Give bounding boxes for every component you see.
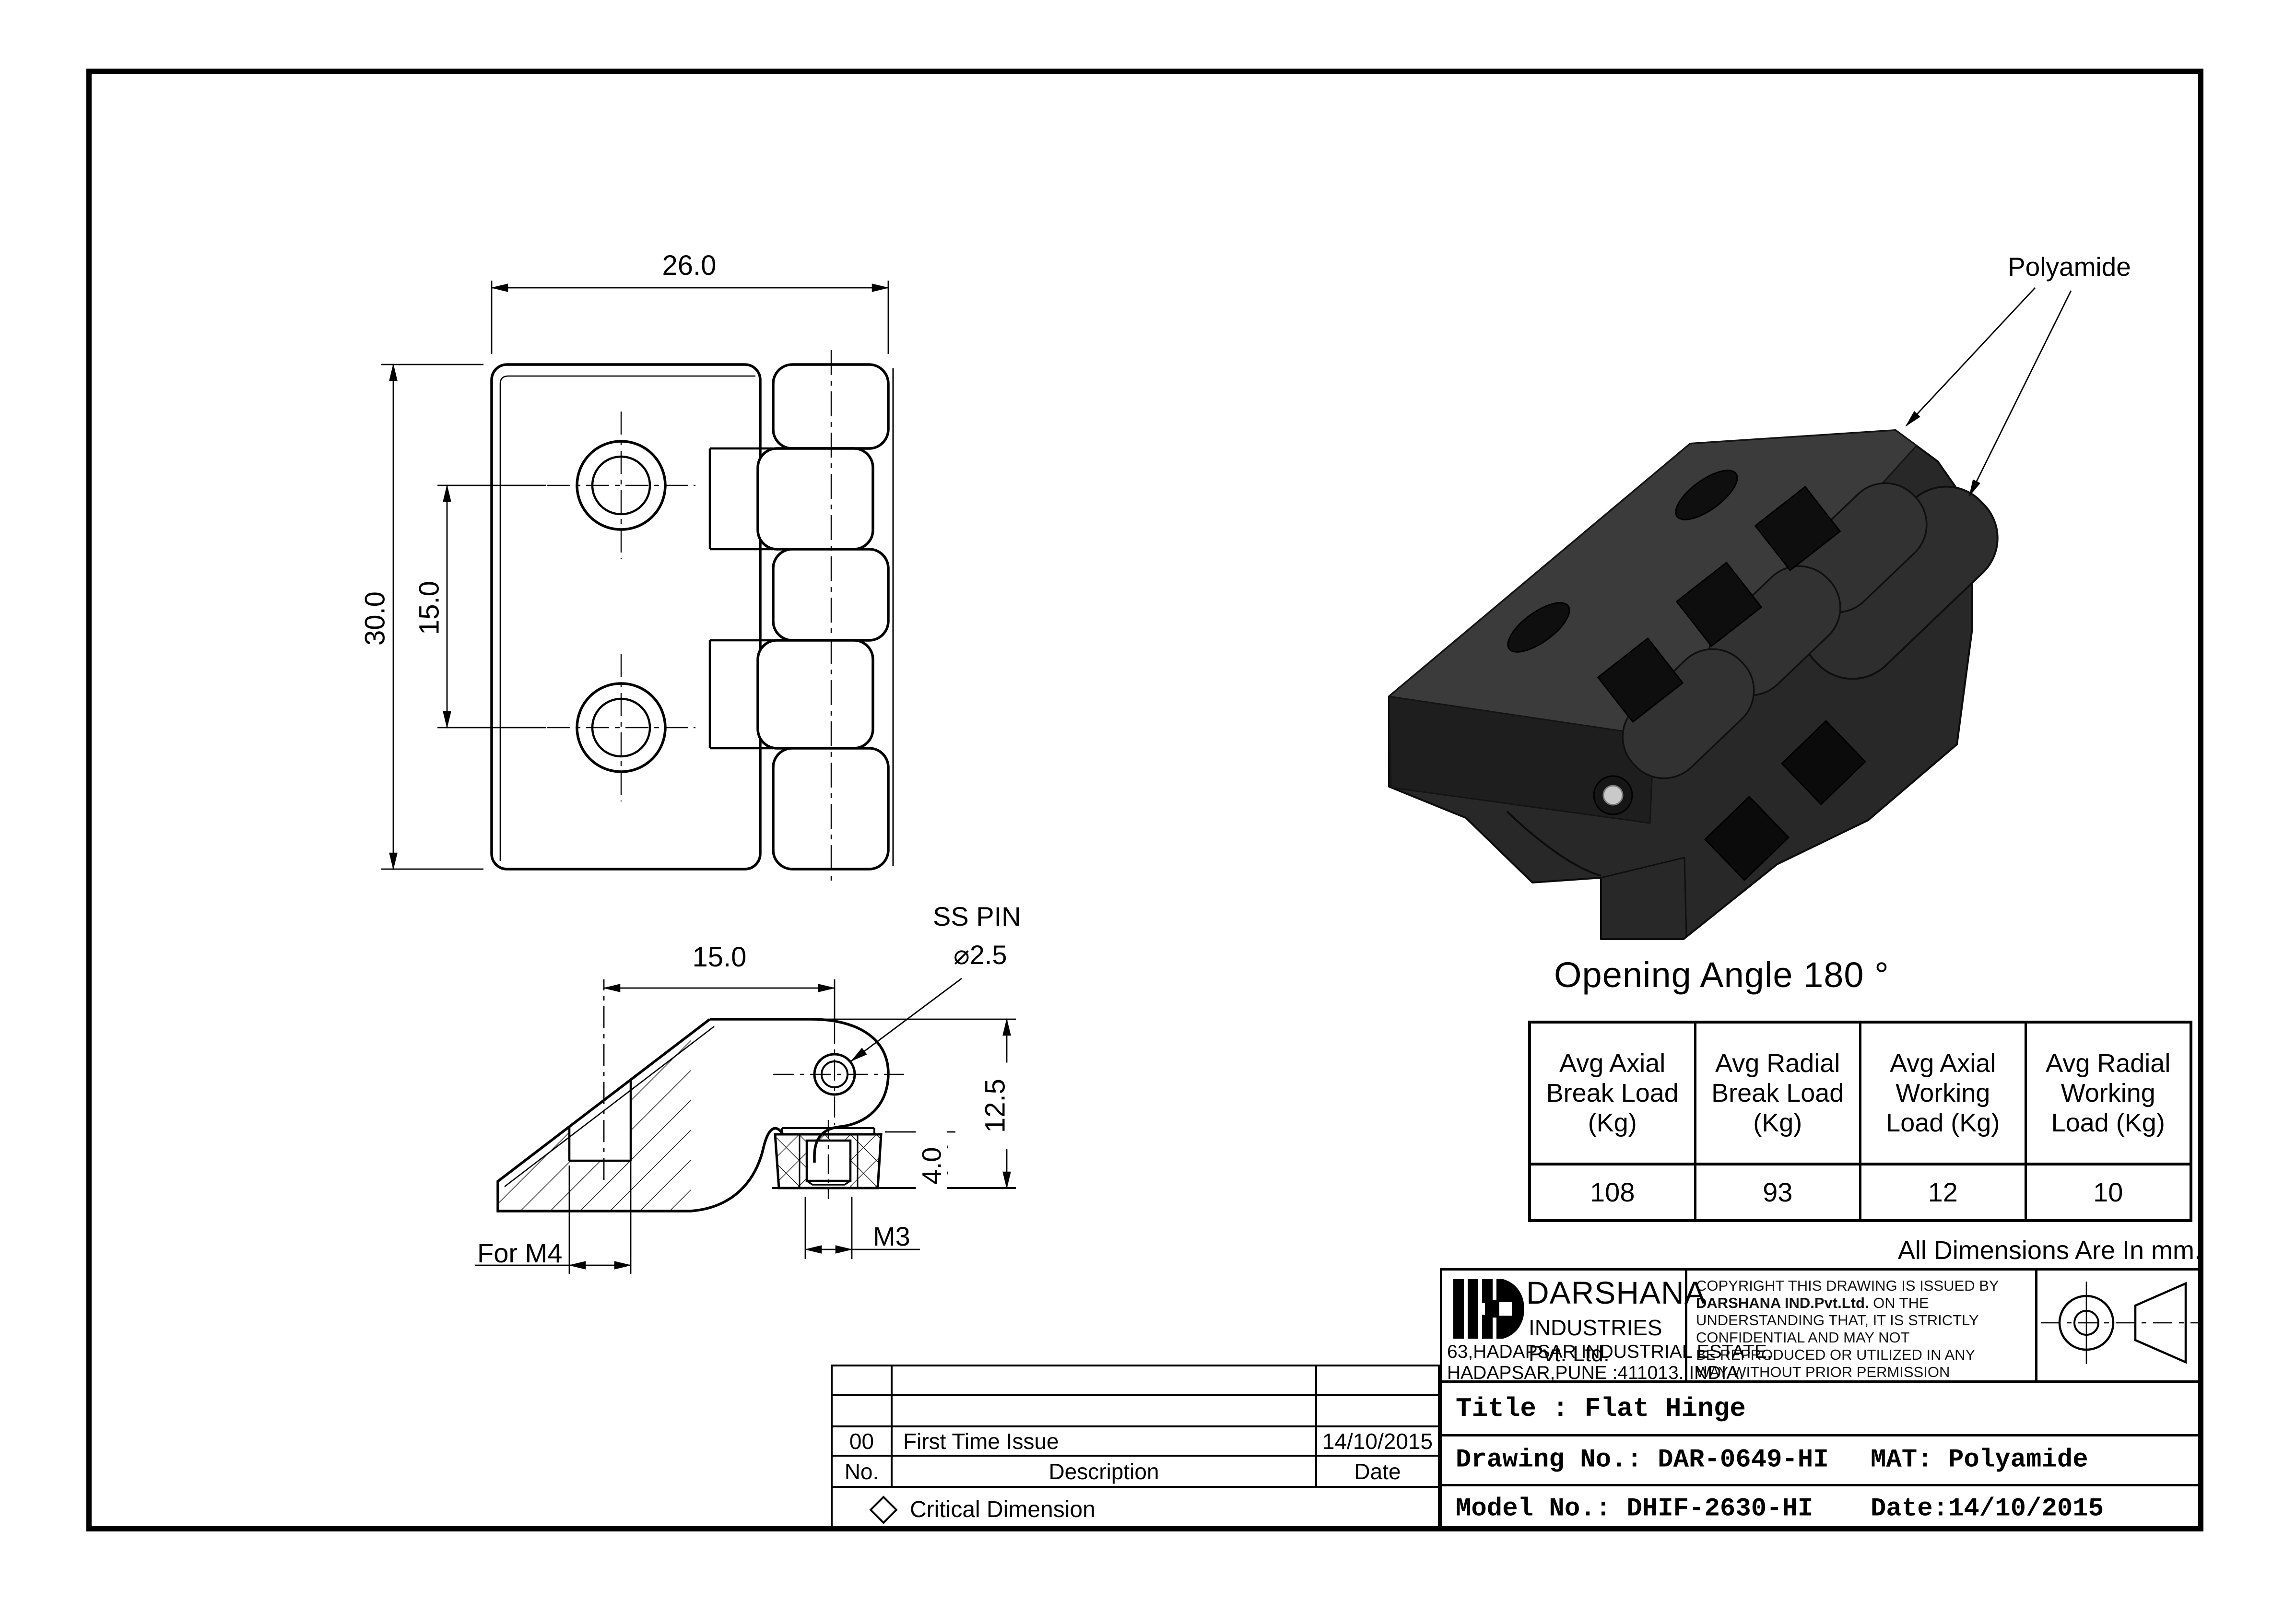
revision-header-row: No. Description Date	[833, 1457, 1438, 1488]
mounting-hole-bottom	[547, 654, 695, 801]
material-spec: MAT: Polyamide	[1871, 1445, 2088, 1475]
copyright-line: CONFIDENTIAL AND MAY NOT	[1696, 1329, 1910, 1346]
third-angle-projection-icon	[2041, 1282, 2202, 1364]
front-dim-height-label: 30.0	[359, 575, 391, 662]
load-table-header: Avg Radial Break Load (Kg)	[1696, 1024, 1861, 1163]
m3-label: M3	[873, 1221, 910, 1251]
title-block: DARSHANA INDUSTRIES Pvt. Ltd. 63,HADAPSA…	[1440, 1268, 2203, 1531]
front-view	[381, 281, 894, 883]
side-dim-offset-label: 15.0	[679, 941, 760, 973]
revision-date: 14/10/2015	[1322, 1428, 1433, 1454]
company-subtitle: INDUSTRIES Pvt. Ltd.	[1529, 1315, 1662, 1366]
dim-26	[490, 281, 890, 354]
drawing-number-row: Drawing No.: DAR-0649-HI MAT: Polyamide	[1442, 1436, 2203, 1486]
revision-description: First Time Issue	[893, 1427, 1317, 1455]
revision-header-no: No.	[833, 1457, 893, 1486]
side-section-view	[475, 977, 1016, 1274]
copyright-line: DARSHANA IND.Pvt.Ltd. ON THE	[1696, 1295, 2035, 1312]
load-table-value: 108	[1531, 1165, 1696, 1219]
load-rating-table: Avg Axial Break Load (Kg) Avg Radial Bre…	[1528, 1021, 2192, 1222]
ss-pin	[773, 1023, 904, 1125]
company-block: DARSHANA INDUSTRIES Pvt. Ltd. 63,HADAPSA…	[1442, 1271, 1772, 1383]
revision-header-date: Date	[1354, 1459, 1401, 1484]
revision-table: 00 First Time Issue 14/10/2015 No. Descr…	[831, 1365, 1440, 1531]
drawing-number: Drawing No.: DAR-0649-HI	[1456, 1445, 1829, 1475]
load-table-value: 10	[2093, 1177, 2123, 1207]
side-dim-height-label: 12.5	[979, 1062, 1012, 1149]
ss-pin-label: SS PIN	[933, 901, 1021, 931]
copyright-line: UNDERSTANDING THAT, IT IS STRICTLY	[1696, 1312, 1979, 1329]
projection-symbol-cell	[2037, 1271, 2203, 1380]
model-number-row: Model No.: DHIF-2630-HI Date:14/10/2015	[1442, 1486, 2203, 1531]
revision-entry-row: 00 First Time Issue 14/10/2015	[833, 1427, 1438, 1457]
drawing-title: Title : Flat Hinge	[1456, 1393, 1746, 1424]
load-table-header: Avg Axial Working Load (Kg)	[1861, 1024, 2027, 1163]
iso-view	[1388, 287, 2072, 940]
dim-m3	[804, 1197, 920, 1259]
dim-30	[381, 363, 483, 871]
sheet-border-frame	[86, 69, 2203, 1531]
load-table-header: Avg Axial Break Load (Kg)	[1531, 1024, 1696, 1163]
front-dim-width-label: 26.0	[648, 249, 730, 282]
copyright-notice: COPYRIGHT THIS DRAWING IS ISSUED BY DARS…	[1687, 1271, 2037, 1380]
load-table-value-row: 108 93 12 10	[1531, 1165, 2190, 1219]
darshana-logo-icon	[1453, 1279, 1524, 1339]
side-dim-insert-label: 4.0	[916, 1127, 947, 1204]
load-table-value: 93	[1696, 1165, 1861, 1219]
company-name: DARSHANA	[1526, 1275, 1706, 1310]
front-dim-holes-label: 15.0	[413, 565, 446, 651]
iso-pin-tip	[1602, 785, 1624, 806]
copyright-line: BE REPRODUCED OR UTILIZED IN ANY	[1696, 1346, 1976, 1363]
copyright-company-bold: DARSHANA IND.Pvt.Ltd.	[1696, 1295, 1869, 1311]
load-table-header: Avg Radial Working Load (Kg)	[2046, 1049, 2171, 1137]
revision-header-description: Description	[893, 1457, 1317, 1486]
title-row: Title : Flat Hinge	[1442, 1383, 2203, 1437]
for-m4-label: For M4	[477, 1238, 563, 1268]
load-table-header-row: Avg Axial Break Load (Kg) Avg Radial Bre…	[1531, 1024, 2190, 1165]
dim-for-m4	[475, 1122, 632, 1274]
revision-no: 00	[833, 1427, 893, 1455]
dim-15-front	[437, 484, 546, 729]
copyright-line: WAY WITHOUT PRIOR PERMISSION	[1696, 1364, 1950, 1380]
opening-angle-note: Opening Angle 180 °	[1554, 955, 1889, 995]
polyamide-label: Polyamide	[2008, 252, 2131, 282]
pin-diameter-label: ⌀2.5	[954, 940, 1007, 970]
polyamide-leaders	[1905, 287, 2072, 497]
drawing-date: Date:14/10/2015	[1871, 1494, 2104, 1524]
revision-empty-row	[833, 1366, 1438, 1396]
company-address-2: HADAPSAR,PUNE :411013. INDIA.	[1447, 1363, 1744, 1383]
iso-hole-bottom	[1507, 602, 1570, 653]
critical-dimension-diamond-icon	[869, 1495, 898, 1524]
iso-hole-top	[1675, 470, 1738, 520]
company-address-1: 63,HADAPSAR INDUSTRIAL ESTATE,	[1447, 1342, 1772, 1362]
copyright-line: COPYRIGHT THIS DRAWING IS ISSUED BY	[1696, 1277, 1999, 1294]
critical-dimension-legend: Critical Dimension	[833, 1488, 1438, 1531]
units-note: All Dimensions Are In mm.	[1897, 1236, 2202, 1265]
critical-dimension-label: Critical Dimension	[910, 1497, 1095, 1522]
m3-insert	[774, 1120, 883, 1199]
dim-15-side	[602, 979, 836, 1180]
load-table-value: 12	[1861, 1165, 2027, 1219]
model-number: Model No.: DHIF-2630-HI	[1456, 1494, 1813, 1524]
revision-empty-row	[833, 1396, 1438, 1427]
copyright-line-rest: ON THE	[1869, 1295, 1929, 1311]
mounting-hole-top	[547, 412, 695, 559]
